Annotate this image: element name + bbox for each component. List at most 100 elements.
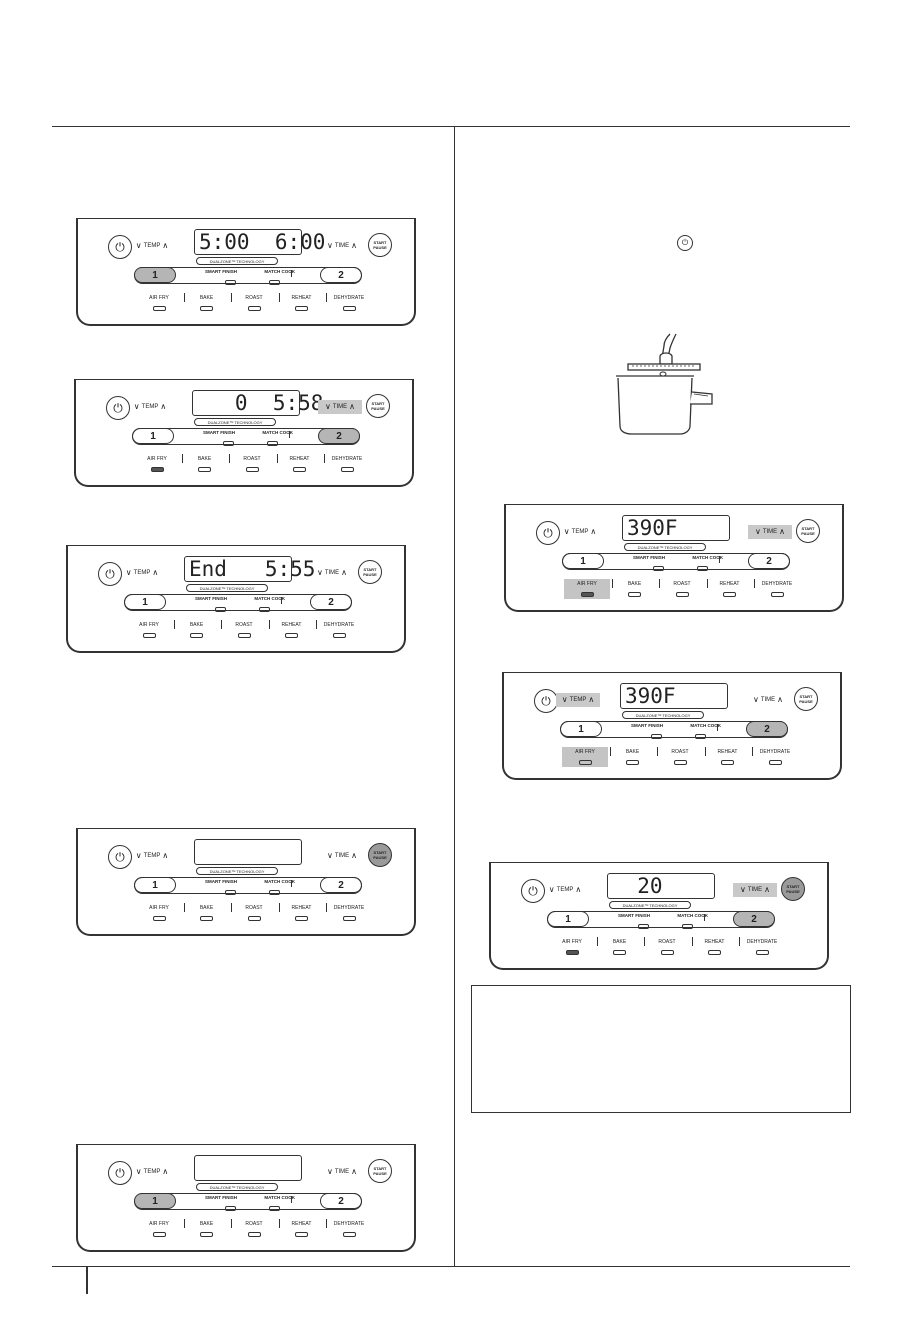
function-button-roast[interactable]: ROAST	[231, 903, 277, 923]
power-icon[interactable]: ⏻	[534, 689, 558, 713]
chevron-down-icon[interactable]: ∨	[316, 568, 323, 577]
function-button-roast[interactable]: ROAST	[231, 293, 277, 313]
chevron-down-icon[interactable]: ∨	[561, 695, 568, 704]
temp-control[interactable]: ∨TEMP∧	[128, 400, 172, 414]
start-pause-button[interactable]: START PAUSE	[368, 233, 392, 257]
chevron-down-icon[interactable]: ∨	[563, 527, 570, 536]
function-button-roast[interactable]: ROAST	[659, 579, 705, 599]
smart-finish-button[interactable]: SMART FINISH	[205, 1195, 237, 1200]
start-pause-button[interactable]: START PAUSE	[368, 843, 392, 867]
function-button-dehydrate[interactable]: DEHYDRATE	[752, 747, 798, 767]
chevron-up-icon[interactable]: ∧	[162, 1167, 169, 1176]
chevron-up-icon[interactable]: ∧	[351, 851, 358, 860]
temp-control[interactable]: ∨TEMP∧	[120, 566, 164, 580]
start-pause-button[interactable]: START PAUSE	[796, 519, 820, 543]
time-control[interactable]: ∨TIME∧	[746, 693, 790, 707]
start-pause-button[interactable]: START PAUSE	[794, 687, 818, 711]
temp-control[interactable]: ∨TEMP∧	[556, 693, 600, 707]
function-button-dehydrate[interactable]: DEHYDRATE	[326, 293, 372, 313]
temp-control[interactable]: ∨TEMP∧	[130, 849, 174, 863]
zone-2-button[interactable]: 2	[318, 428, 360, 444]
zone-2-button[interactable]: 2	[320, 877, 362, 893]
function-button-reheat[interactable]: REHEAT	[691, 937, 738, 957]
match-cook-button[interactable]: MATCH COOK	[692, 555, 723, 560]
function-button-dehydrate[interactable]: DEHYDRATE	[754, 579, 800, 599]
smart-finish-button[interactable]: SMART FINISH	[195, 596, 227, 601]
chevron-down-icon[interactable]: ∨	[125, 568, 132, 577]
match-cook-button[interactable]: MATCH COOK	[262, 430, 293, 435]
chevron-down-icon[interactable]: ∨	[752, 695, 759, 704]
chevron-up-icon[interactable]: ∧	[588, 695, 595, 704]
function-button-roast[interactable]: ROAST	[231, 1219, 277, 1239]
power-icon[interactable]: ⏻	[108, 235, 132, 259]
function-button-reheat[interactable]: REHEAT	[706, 579, 753, 599]
zone-1-button[interactable]: 1	[547, 911, 589, 927]
zone-1-button[interactable]: 1	[134, 267, 176, 283]
function-button-air-fry[interactable]: AIR FRY	[126, 620, 172, 640]
match-cook-button[interactable]: MATCH COOK	[264, 269, 295, 274]
power-icon[interactable]: ⏻	[536, 521, 560, 545]
function-button-roast[interactable]: ROAST	[657, 747, 703, 767]
zone-1-button[interactable]: 1	[134, 877, 176, 893]
chevron-down-icon[interactable]: ∨	[135, 1167, 142, 1176]
function-button-reheat[interactable]: REHEAT	[276, 454, 323, 474]
chevron-down-icon[interactable]: ∨	[326, 851, 333, 860]
chevron-up-icon[interactable]: ∧	[351, 1167, 358, 1176]
function-button-bake[interactable]: BAKE	[183, 293, 230, 313]
time-control[interactable]: ∨TIME∧	[320, 849, 364, 863]
temp-control[interactable]: ∨TEMP∧	[543, 883, 587, 897]
power-icon[interactable]: ⏻	[108, 1161, 132, 1185]
temp-control[interactable]: ∨TEMP∧	[558, 525, 602, 539]
function-button-air-fry[interactable]: AIR FRY	[136, 903, 182, 923]
function-button-dehydrate[interactable]: DEHYDRATE	[324, 454, 370, 474]
zone-2-button[interactable]: 2	[748, 553, 790, 569]
function-button-reheat[interactable]: REHEAT	[278, 903, 325, 923]
function-button-dehydrate[interactable]: DEHYDRATE	[326, 1219, 372, 1239]
chevron-up-icon[interactable]: ∧	[160, 402, 167, 411]
chevron-up-icon[interactable]: ∧	[162, 241, 169, 250]
zone-1-button[interactable]: 1	[562, 553, 604, 569]
zone-1-button[interactable]: 1	[132, 428, 174, 444]
chevron-down-icon[interactable]: ∨	[135, 241, 142, 250]
chevron-up-icon[interactable]: ∧	[341, 568, 348, 577]
chevron-down-icon[interactable]: ∨	[326, 241, 333, 250]
smart-finish-button[interactable]: SMART FINISH	[205, 879, 237, 884]
smart-finish-button[interactable]: SMART FINISH	[618, 913, 650, 918]
match-cook-button[interactable]: MATCH COOK	[677, 913, 708, 918]
function-button-roast[interactable]: ROAST	[221, 620, 267, 640]
start-pause-button[interactable]: START PAUSE	[366, 394, 390, 418]
function-button-bake[interactable]: BAKE	[611, 579, 658, 599]
chevron-up-icon[interactable]: ∧	[575, 885, 582, 894]
function-button-bake[interactable]: BAKE	[596, 937, 643, 957]
zone-1-button[interactable]: 1	[124, 594, 166, 610]
chevron-down-icon[interactable]: ∨	[548, 885, 555, 894]
time-control[interactable]: ∨TIME∧	[320, 1165, 364, 1179]
match-cook-button[interactable]: MATCH COOK	[254, 596, 285, 601]
function-button-air-fry[interactable]: AIR FRY	[564, 579, 610, 599]
chevron-up-icon[interactable]: ∧	[590, 527, 597, 536]
match-cook-button[interactable]: MATCH COOK	[264, 879, 295, 884]
chevron-down-icon[interactable]: ∨	[135, 851, 142, 860]
smart-finish-button[interactable]: SMART FINISH	[633, 555, 665, 560]
function-button-bake[interactable]: BAKE	[181, 454, 228, 474]
zone-1-button[interactable]: 1	[134, 1193, 176, 1209]
chevron-up-icon[interactable]: ∧	[764, 885, 771, 894]
temp-control[interactable]: ∨TEMP∧	[130, 1165, 174, 1179]
zone-1-button[interactable]: 1	[560, 721, 602, 737]
match-cook-button[interactable]: MATCH COOK	[690, 723, 721, 728]
match-cook-button[interactable]: MATCH COOK	[264, 1195, 295, 1200]
time-control[interactable]: ∨TIME∧	[310, 566, 354, 580]
power-icon[interactable]: ⏻	[98, 562, 122, 586]
chevron-up-icon[interactable]: ∧	[349, 402, 356, 411]
chevron-down-icon[interactable]: ∨	[324, 402, 331, 411]
chevron-up-icon[interactable]: ∧	[779, 527, 786, 536]
function-button-reheat[interactable]: REHEAT	[278, 293, 325, 313]
power-icon[interactable]: ⏻	[521, 879, 545, 903]
function-button-roast[interactable]: ROAST	[644, 937, 690, 957]
time-control[interactable]: ∨TIME∧	[748, 525, 792, 539]
chevron-up-icon[interactable]: ∧	[777, 695, 784, 704]
zone-2-button[interactable]: 2	[310, 594, 352, 610]
chevron-down-icon[interactable]: ∨	[133, 402, 140, 411]
function-button-reheat[interactable]: REHEAT	[704, 747, 751, 767]
zone-2-button[interactable]: 2	[733, 911, 775, 927]
